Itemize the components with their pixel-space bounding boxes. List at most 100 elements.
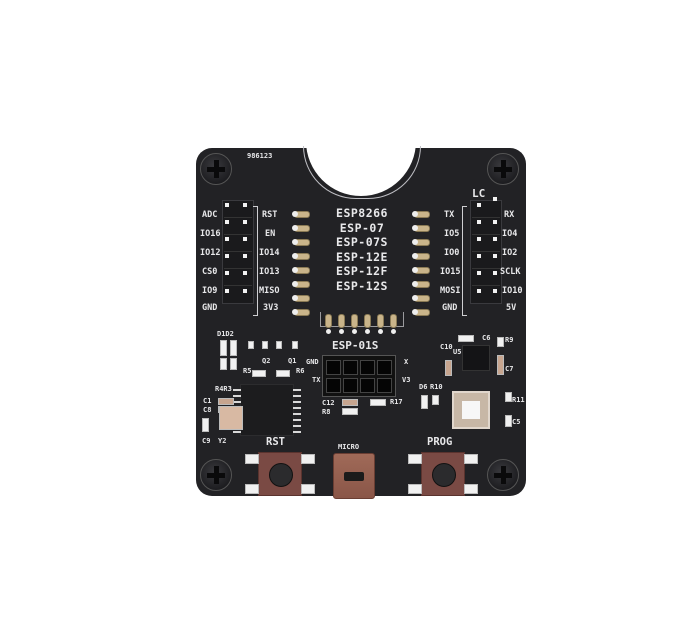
capacitor-c6 [458, 335, 474, 342]
right-header-bracket [462, 206, 467, 316]
pin-label: IO5 [444, 229, 460, 239]
resistor-r10 [432, 395, 439, 405]
transistor-q1 [276, 341, 282, 349]
left-pin-header [222, 200, 254, 304]
r9-label: R9 [505, 336, 514, 344]
esp01s-x-label: X [404, 358, 409, 366]
pin-label: SCLK [500, 267, 521, 277]
c1-label: C1 [203, 397, 212, 405]
transistor-q1-pin [292, 341, 298, 349]
pin-label: IO15 [440, 267, 461, 277]
c9-label: C9 [202, 437, 211, 445]
rst-button[interactable] [258, 452, 302, 496]
usb-label: MICRO [338, 443, 360, 451]
pin-label: MOSI [440, 286, 461, 296]
rst-button-tab [245, 484, 259, 494]
screw-bottom-right [487, 459, 519, 491]
c10-label: C10 [440, 343, 453, 351]
rst-button-cap[interactable] [269, 463, 293, 487]
pin-label: IO13 [259, 267, 280, 277]
left-header-bracket [253, 206, 258, 316]
esp01s-socket[interactable] [322, 355, 396, 397]
right-pin-header [470, 197, 502, 304]
transistor-q2 [248, 341, 254, 349]
c6-label: C6 [482, 334, 491, 342]
pin-label: IO0 [444, 248, 460, 258]
c5-label: C5 [512, 418, 521, 426]
prog-button-tab [464, 454, 478, 464]
r10-label: R10 [430, 383, 443, 391]
rst-button-tab [301, 484, 315, 494]
c7-label: C7 [505, 365, 514, 373]
q2-label: Q2 [262, 357, 271, 365]
resistor-r8 [342, 408, 358, 415]
capacitor-c7 [497, 355, 504, 375]
q1-label: Q1 [288, 357, 297, 365]
module-name: ESP-12S [336, 278, 388, 293]
resistor-r17 [370, 399, 386, 406]
pin-label: CS0 [202, 267, 218, 277]
capacitor-c10 [445, 360, 452, 376]
esp01s-title: ESP-01S [332, 339, 379, 352]
pin-label: RST [262, 210, 278, 220]
led-d1 [220, 340, 227, 356]
prog-label: PROG [427, 436, 453, 448]
pin-label: IO9 [202, 286, 218, 296]
usb-serial-ic [233, 384, 301, 436]
capacitor-c5 [505, 415, 512, 427]
c8-label: C8 [203, 406, 212, 414]
rst-button-tab [245, 454, 259, 464]
pin-label: 5V [506, 303, 517, 313]
pin-label: ADC [202, 210, 218, 220]
pin-label: TX [444, 210, 455, 220]
pin-label: IO16 [200, 229, 221, 239]
resistor-r5 [252, 370, 266, 377]
d6-label: D6 [419, 383, 428, 391]
micro-usb-port[interactable] [333, 453, 375, 499]
d1d2-label: D1D2 [217, 330, 234, 338]
led-d6 [421, 395, 428, 409]
esp01s-gnd-label: GND [306, 358, 319, 366]
rst-label: RST [266, 436, 285, 448]
r4r3-label: R4R3 [215, 385, 232, 393]
r8-label: R8 [322, 408, 331, 416]
esp01s-v3-label: V3 [402, 376, 411, 384]
module-title: ESP8266 ESP-07 ESP-07S ESP-12E ESP-12F E… [322, 206, 402, 293]
screw-top-right [487, 153, 519, 185]
logo: LC [472, 187, 486, 200]
u5-label: U5 [453, 348, 462, 356]
r11-label: R11 [512, 396, 525, 404]
led-d2 [230, 340, 237, 356]
prog-button-cap[interactable] [432, 463, 456, 487]
pin-label: MISO [259, 286, 280, 296]
prog-button-tab [464, 484, 478, 494]
r6-label: R6 [296, 367, 305, 375]
prog-button[interactable] [421, 452, 465, 496]
pin-label: IO12 [200, 248, 221, 258]
transistor-q2-pin [262, 341, 268, 349]
screw-top-left [200, 153, 232, 185]
y2-label: Y2 [218, 437, 227, 445]
pin-label: GND [202, 303, 218, 313]
capacitor-c1 [218, 398, 234, 405]
prog-button-tab [408, 484, 422, 494]
capacitor-c9 [202, 418, 209, 432]
resistor-r6 [276, 370, 290, 377]
pin-label: IO2 [502, 248, 518, 258]
pin-label: IO4 [502, 229, 518, 239]
crystal-y2 [219, 406, 243, 430]
c12-label: C12 [322, 399, 335, 407]
pin-label: RX [504, 210, 515, 220]
module-name: ESP-07 [339, 220, 385, 235]
pin-label: IO14 [259, 248, 280, 258]
resistor-r9 [497, 337, 504, 347]
serial-number: 986123 [247, 152, 273, 160]
capacitor-c12 [342, 399, 358, 406]
rst-button-tab [301, 454, 315, 464]
module-name: ESP-12F [336, 264, 388, 278]
slide-switch[interactable] [452, 391, 490, 429]
resistor-r3 [230, 358, 237, 370]
pin-label: IO10 [502, 286, 523, 296]
module-name: ESP-12E [336, 249, 388, 264]
pin-label: EN [265, 229, 276, 239]
